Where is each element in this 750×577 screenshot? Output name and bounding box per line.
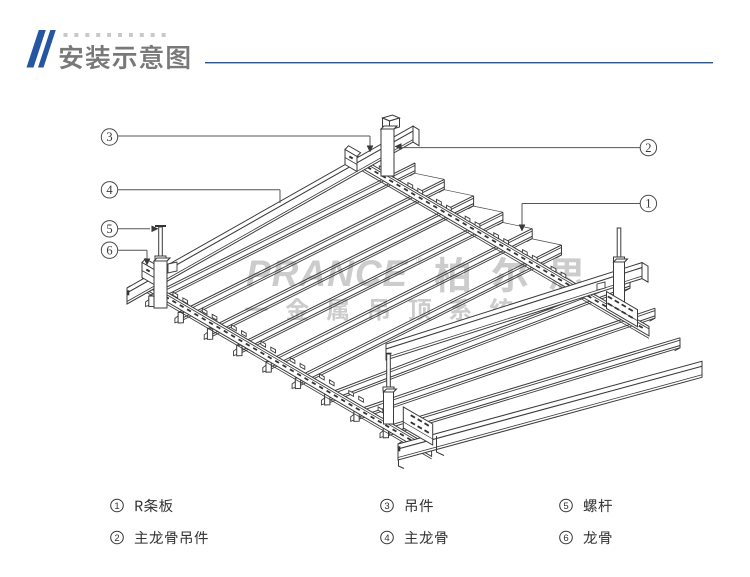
svg-text:1: 1 <box>645 197 651 211</box>
svg-text:4: 4 <box>106 183 113 197</box>
svg-text:5: 5 <box>563 501 568 512</box>
svg-text:1: 1 <box>114 501 119 512</box>
svg-text:3: 3 <box>106 130 112 144</box>
svg-text:6: 6 <box>106 243 112 257</box>
svg-text:4: 4 <box>384 533 389 544</box>
svg-text:2: 2 <box>114 533 119 544</box>
svg-text:2: 2 <box>645 141 651 155</box>
svg-text:®: ® <box>416 255 423 265</box>
svg-text:5: 5 <box>106 222 112 236</box>
svg-text:6: 6 <box>563 533 568 544</box>
svg-text:3: 3 <box>384 501 389 512</box>
svg-text:PRANCE: PRANCE <box>246 253 409 294</box>
